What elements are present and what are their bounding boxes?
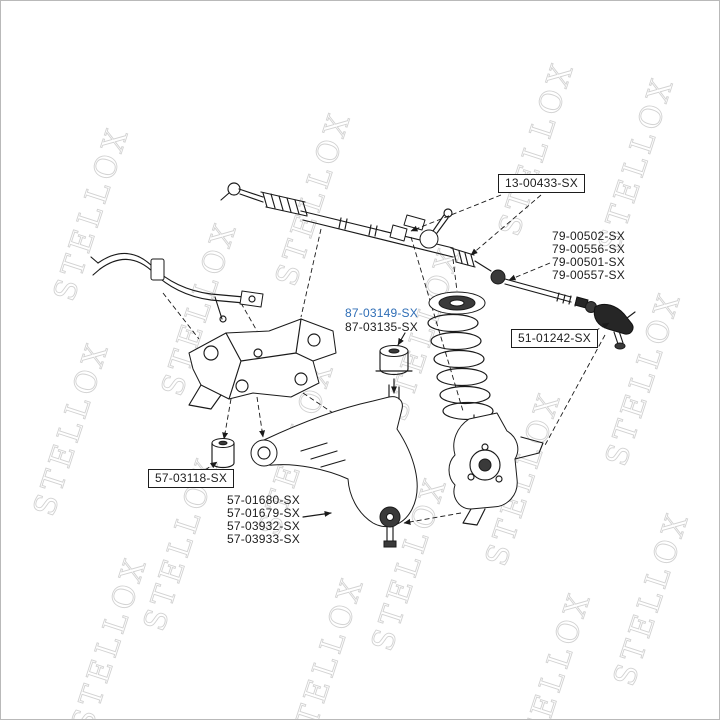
control-arm-drawing: [250, 384, 418, 548]
watermark-text: STELLOX: [269, 106, 359, 291]
steering-knuckle-drawing: [448, 412, 544, 526]
steering-rack-drawing: [220, 182, 492, 272]
watermark-text: STELLOX: [509, 586, 599, 720]
part-label-79-00501-sx: 79-00501-SX: [552, 255, 625, 269]
control-arm-bushing-drawing: [375, 332, 413, 394]
part-label-79-00502-sx: 79-00502-SX: [552, 229, 625, 243]
watermark-text: STELLOX: [282, 571, 372, 720]
part-label-51-01242-sx: 51-01242-SX: [511, 329, 598, 348]
stabilizer-bar-drawing: [90, 252, 264, 323]
part-label-57-03932-sx: 57-03932-SX: [227, 519, 300, 533]
part-label-57-01679-sx: 57-01679-SX: [227, 506, 300, 520]
watermark-text: STELLOX: [27, 336, 117, 521]
part-label-57-03118-sx: 57-03118-SX: [148, 469, 235, 488]
part-label-57-03933-sx: 57-03933-SX: [227, 532, 300, 546]
front-arm-bushing-drawing: [211, 438, 235, 469]
part-label-87-03135-sx: 87-03135-SX: [345, 320, 418, 334]
subframe-drawing: [188, 318, 337, 410]
watermark-text: STELLOX: [592, 71, 682, 256]
part-label-79-00557-sx: 79-00557-SX: [552, 268, 625, 282]
construction-lines: [162, 228, 606, 525]
watermark-layer: STELLOX STELLOX STELLOX STELLOX STELLOX …: [27, 55, 698, 720]
part-label-57-01680-sx: 57-01680-SX: [227, 493, 300, 507]
strut-spring-drawing: [427, 291, 499, 472]
part-label-79-00556-sx: 79-00556-SX: [552, 242, 625, 256]
watermark-text: STELLOX: [492, 56, 582, 241]
part-label-87-03149-sx: 87-03149-SX: [345, 306, 418, 320]
inner-tie-rod-drawing: [490, 269, 589, 309]
watermark-text: STELLOX: [47, 121, 137, 306]
watermark-text: STELLOX: [65, 551, 155, 720]
part-label-13-00433-sx: 13-00433-SX: [498, 174, 585, 193]
watermark-text: STELLOX: [607, 506, 697, 691]
